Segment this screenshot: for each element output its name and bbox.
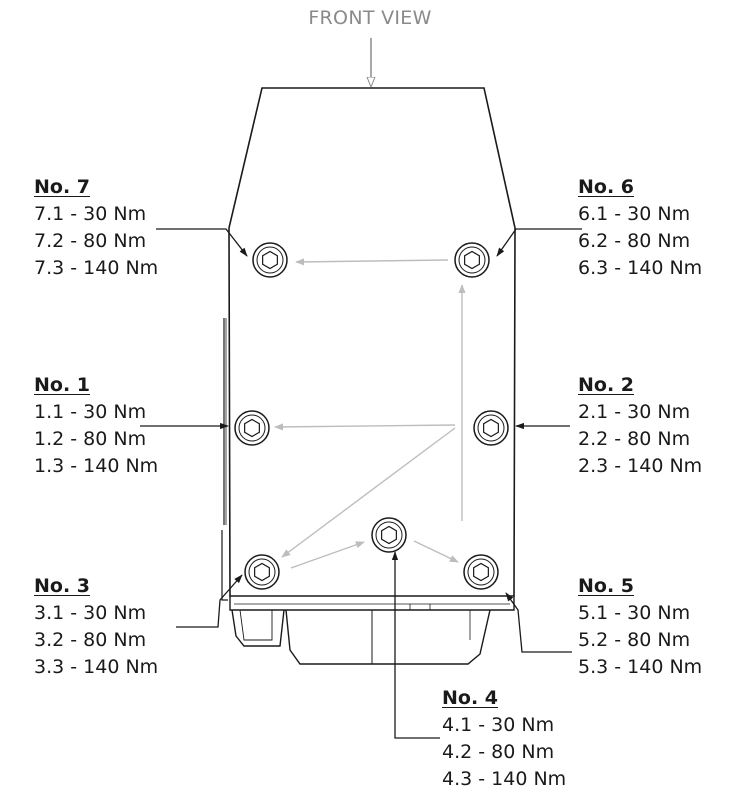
bolt-label-6: No. 6 6.1 - 30 Nm 6.2 - 80 Nm 6.3 - 140 … [578, 176, 703, 279]
bolt-label-2: No. 2 2.1 - 30 Nm 2.2 - 80 Nm 2.3 - 140 … [578, 374, 703, 477]
bolt-label-7: No. 7 7.1 - 30 Nm 7.2 - 80 Nm 7.3 - 140 … [34, 176, 159, 279]
bolt-label-3: No. 3 3.1 - 30 Nm 3.2 - 80 Nm 3.3 - 140 … [34, 575, 159, 678]
bolt-3-head [244, 554, 280, 590]
bolt-1-head [234, 410, 270, 446]
bolt-7-head [252, 242, 288, 278]
sequence-arrows [274, 258, 466, 569]
bolt-label-4: No. 4 4.1 - 30 Nm 4.2 - 80 Nm 4.3 - 140 … [442, 687, 567, 790]
bolt-2-head [473, 410, 509, 446]
bolt-5-head [463, 554, 499, 590]
bolt-heads [234, 242, 509, 590]
front-view-label: FRONT VIEW [308, 7, 432, 29]
housing-outline [221, 87, 516, 665]
leader-lines [140, 228, 582, 739]
bolt-label-5: No. 5 5.1 - 30 Nm 5.2 - 80 Nm 5.3 - 140 … [578, 575, 703, 678]
bolt-4-head [371, 517, 407, 553]
bolt-6-head [454, 242, 490, 278]
bolt-label-1: No. 1 1.1 - 30 Nm 1.2 - 80 Nm 1.3 - 140 … [34, 374, 159, 477]
